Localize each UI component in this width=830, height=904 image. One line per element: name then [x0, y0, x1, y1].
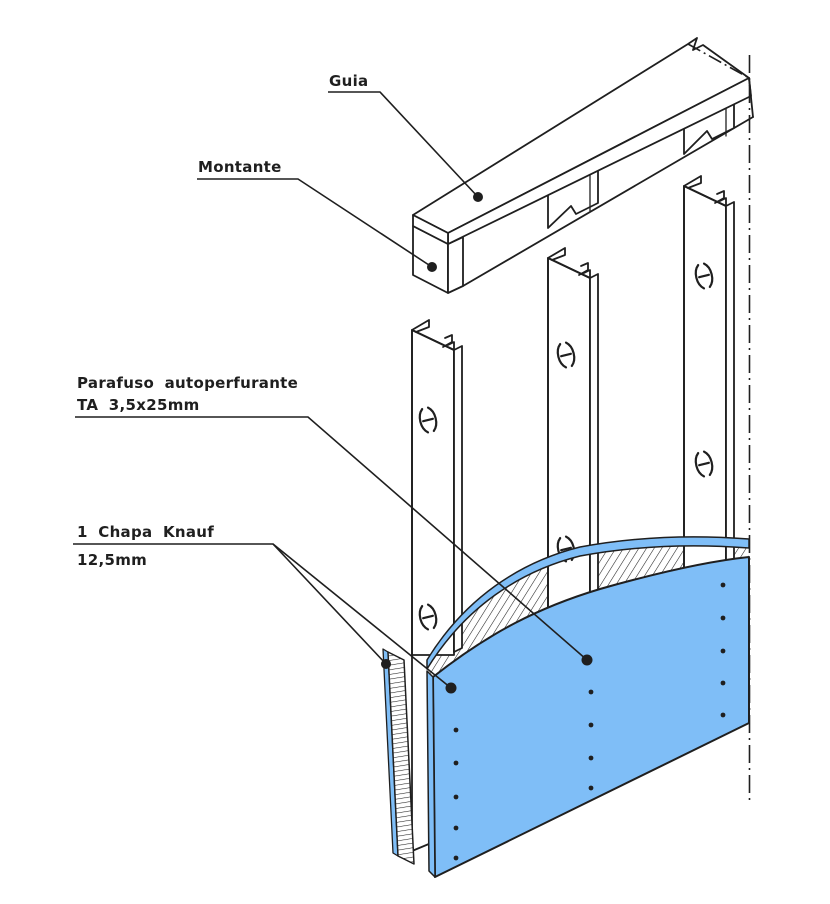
- chapa-leader-line: [73, 543, 457, 694]
- montante-leader-line: [197, 178, 437, 272]
- stud-hole-icon: [694, 262, 714, 290]
- leader-dot: [473, 192, 483, 202]
- label-guia: Guia: [329, 70, 368, 92]
- parafuso-leader-line: [75, 416, 593, 666]
- leader-dot: [581, 654, 593, 666]
- stud-hole-icon: [418, 406, 438, 434]
- guia-leader-line: [328, 91, 483, 202]
- stud-middle: [547, 247, 599, 617]
- label-parafuso-line1: Parafuso autoperfurante: [77, 374, 299, 392]
- stud-hole-icon: [694, 450, 714, 478]
- label-parafuso-line2: TA 3,5x25mm: [77, 396, 200, 414]
- stud-hole-icon: [556, 341, 576, 369]
- stud-hole-icon: [418, 603, 438, 631]
- leader-dot: [445, 682, 457, 694]
- stud-right: [683, 175, 735, 585]
- label-chapa-line1: 1 Chapa Knauf: [77, 523, 215, 541]
- track-back-flange-edge: [462, 116, 754, 287]
- leader-dot: [381, 659, 391, 669]
- label-parafuso: Parafuso autoperfurante TA 3,5x25mm: [77, 372, 298, 416]
- label-montante-text: Montante: [198, 158, 282, 176]
- board-top-edge-band: [426, 536, 750, 670]
- stud-left: [411, 319, 463, 852]
- label-montante: Montante: [198, 156, 282, 178]
- leader-dot: [427, 262, 437, 272]
- centerline: [687, 43, 751, 800]
- board-cut-section-strip: [382, 648, 415, 865]
- track: [412, 37, 754, 245]
- screw-dots: [453, 582, 726, 861]
- stud-top-in-track-left: [412, 225, 464, 294]
- label-chapa-line2: 12,5mm: [77, 551, 148, 569]
- label-guia-text: Guia: [329, 72, 369, 90]
- gypsum-board-panel: [426, 556, 750, 878]
